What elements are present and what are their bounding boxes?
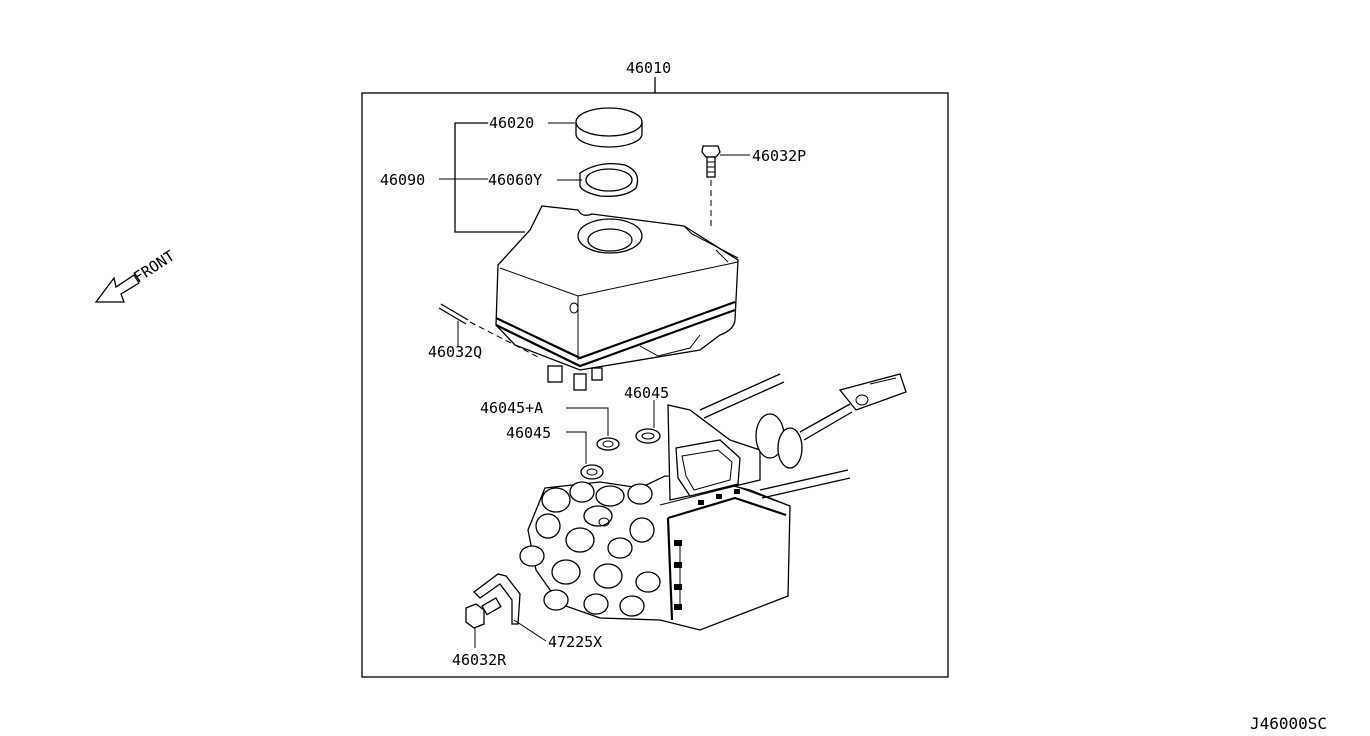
label-46032P: 46032P <box>752 147 806 165</box>
bolt-46032r <box>465 597 502 629</box>
front-label: FRONT <box>130 247 178 287</box>
reservoir-group-bracket <box>454 122 525 233</box>
grommet-46045-right <box>635 428 661 444</box>
reservoir-seal <box>579 162 639 197</box>
front-arrow-icon <box>94 274 140 303</box>
label-46032R: 46032R <box>452 651 507 669</box>
pin-46032q <box>438 303 469 325</box>
label-46032Q: 46032Q <box>428 343 482 361</box>
brake-booster <box>667 373 907 501</box>
label-46090: 46090 <box>380 171 425 189</box>
label-46060Y: 46060Y <box>488 171 542 189</box>
label-46045-left: 46045 <box>506 424 551 442</box>
label-46045-right: 46045 <box>624 384 669 402</box>
bracket-47225x <box>473 573 521 625</box>
label-46045-a: 46045+A <box>480 399 543 417</box>
screw-46032p <box>701 145 721 178</box>
label-46020: 46020 <box>489 114 534 132</box>
brake-fluid-reservoir <box>495 205 739 391</box>
label-46010: 46010 <box>626 59 671 77</box>
grommet-46045-a <box>596 437 620 451</box>
reservoir-cap <box>575 107 643 148</box>
grommet-46045-left <box>580 464 604 480</box>
diagram-code: J46000SC <box>1250 714 1327 733</box>
label-47225X: 47225X <box>548 633 602 651</box>
master-cylinder-body <box>519 475 791 631</box>
